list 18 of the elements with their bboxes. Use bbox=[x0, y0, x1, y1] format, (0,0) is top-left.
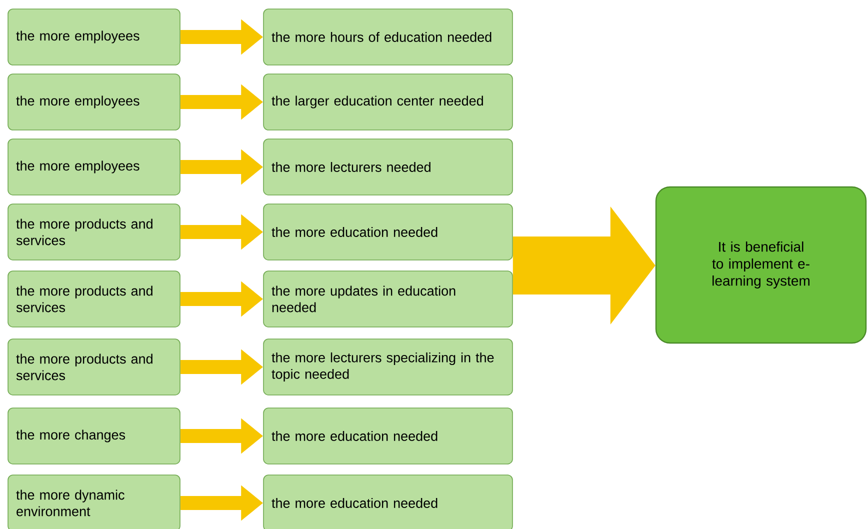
cause-box: the more changes bbox=[8, 408, 180, 464]
effect-box: the more lecturers specializing in the topic needed bbox=[263, 338, 513, 396]
block-arrow bbox=[512, 206, 656, 324]
cause-box: the more products and services bbox=[8, 204, 180, 260]
cause-box: the more employees bbox=[8, 8, 180, 66]
effect-box: the larger education center needed bbox=[263, 74, 513, 130]
effect-box: the more lecturers needed bbox=[263, 138, 513, 196]
effect-box: the more education needed bbox=[263, 204, 513, 260]
cause-box: the more products and services bbox=[8, 270, 180, 328]
conclusion-box: It is beneficial to implement e-learning system bbox=[655, 186, 867, 344]
effect-box: the more education needed bbox=[263, 408, 513, 464]
cause-box: the more products and services bbox=[8, 338, 180, 396]
effect-box: the more education needed bbox=[263, 474, 513, 529]
cause-box: the more employees bbox=[8, 74, 180, 130]
effect-box: the more updates in education needed bbox=[263, 270, 513, 328]
effect-box: the more hours of education needed bbox=[263, 8, 513, 66]
cause-box: the more employees bbox=[8, 138, 180, 196]
cause-box: the more dynamic environment bbox=[8, 474, 180, 529]
